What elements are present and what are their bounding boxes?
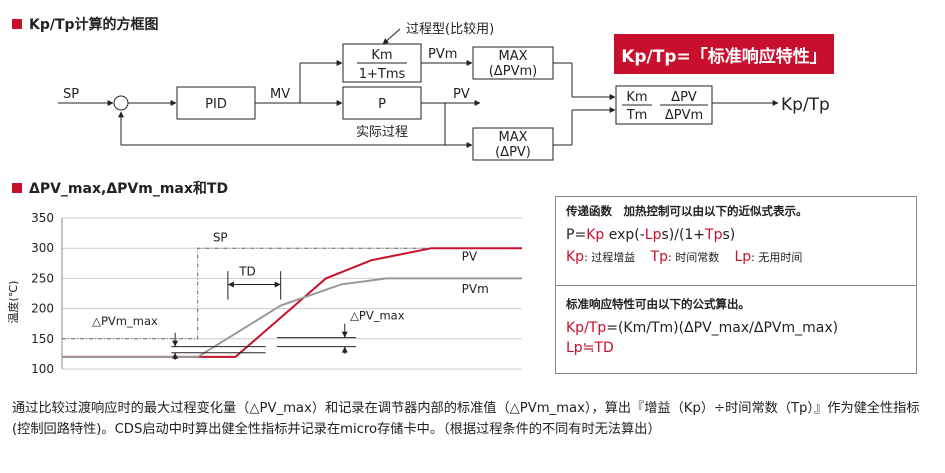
td-annotation: TD — [238, 264, 256, 278]
chart-annotations: SP PV PVm TD △PVm_max △PV_max — [92, 231, 489, 360]
pv-label: PV — [453, 87, 470, 102]
transfer-function-formula: P=Kp exp(-Lps)/(1+Tps) — [566, 227, 906, 243]
chart-lines — [62, 247, 522, 358]
output-label: Kp/Tp — [781, 95, 830, 115]
formula-lp: Lp — [644, 227, 662, 243]
pvm-annotation: PVm — [462, 282, 489, 296]
formula-kp: Kp — [586, 227, 605, 243]
dpvm-arrowhead — [172, 352, 179, 359]
response-chart: 温度(℃) 350 300 250 200 150 100 SP PV PVm TD △PVm_m… — [6, 211, 522, 376]
formula-part: s)/(1+ — [661, 227, 706, 243]
y-tick-label: 300 — [31, 241, 54, 255]
ratio-dpvm: ΔPVm — [665, 108, 703, 123]
max-pvm-box — [472, 46, 554, 80]
formula-rest: =(Km/Tm)(ΔPV_max/ΔPVm_max) — [606, 320, 839, 336]
pid-box — [176, 86, 256, 120]
transfer-function-legend: Kp: 过程增益 Tp: 时间常数 Lp: 无用时间 — [566, 246, 906, 265]
summing-junction — [113, 95, 129, 111]
sp-label: SP — [63, 87, 79, 102]
y-ticks: 350 300 250 200 150 100 — [31, 211, 54, 376]
td-arrowhead — [274, 281, 281, 288]
dpv-arrowhead — [341, 346, 348, 353]
dpv-arrowhead — [341, 331, 348, 338]
title-square-icon — [12, 183, 22, 193]
section1-title: Kp/Tp计算的方框图 — [12, 14, 159, 34]
y-tick-label: 150 — [31, 332, 54, 346]
mv-label: MV — [270, 87, 290, 102]
transfer-function-box: 传递函数 加热控制可以由以下的近似式表示。 P=Kp exp(-Lps)/(1+… — [555, 196, 917, 286]
standard-response-heading: 标准响应特性可由以下的公式算出。 — [566, 297, 750, 311]
section1-title-text: Kp/Tp计算的方框图 — [29, 17, 159, 33]
legend-lp: Lp — [734, 249, 752, 265]
formula-part: s) — [722, 227, 736, 243]
ratio-tm: Tm — [626, 108, 648, 123]
legend-kp: Kp — [566, 249, 585, 265]
legend-kp-desc: : 过程增益 — [584, 251, 636, 264]
series-sp-line — [62, 247, 522, 340]
dpvm-max-annotation: △PVm_max — [92, 314, 158, 328]
model-numerator: Km — [371, 48, 392, 63]
max-pvm-line2: (ΔPVm) — [489, 64, 537, 79]
transfer-function-heading: 传递函数 加热控制可以由以下的近似式表示。 — [566, 204, 808, 218]
max-pv-line2: (ΔPV) — [495, 145, 531, 160]
legend-tp-desc: : 时间常数 — [668, 251, 720, 264]
standard-response-formula: Kp/Tp=(Km/Tm)(ΔPV_max/ΔPVm_max) — [566, 320, 906, 336]
max-pv-line1: MAX — [498, 130, 527, 145]
model-denominator: 1+Tms — [359, 67, 406, 82]
process-model-label: 过程型(比较用) — [406, 22, 494, 37]
standard-response-box: 标准响应特性可由以下的公式算出。 Kp/Tp=(Km/Tm)(ΔPV_max/Δ… — [555, 286, 917, 374]
y-tick-label: 350 — [31, 211, 54, 225]
y-tick-label: 200 — [31, 302, 54, 316]
description-paragraph: 通过比较过渡响应时的最大过程变化量（△PV_max）和记录在调节器内部的标准值（… — [12, 401, 920, 437]
block-diagram: 过程型(比较用) Km 1+Tms PVm MAX (ΔPVm) SP PID … — [58, 22, 830, 161]
dpv-max-annotation: △PV_max — [350, 308, 405, 322]
legend-tp: Tp — [650, 249, 668, 265]
title-square-icon — [12, 19, 22, 29]
formula-part: P= — [566, 227, 587, 243]
td-arrowhead — [227, 281, 234, 288]
actual-process-label: 实际过程 — [356, 125, 408, 140]
max-pv-box — [472, 127, 554, 161]
section2-title-text: ΔPV_max,ΔPVm_max和TD — [29, 181, 229, 197]
formula-part: exp(- — [604, 227, 645, 243]
sp-annotation: SP — [213, 231, 228, 245]
pid-label: PID — [205, 97, 227, 112]
p-label: P — [378, 97, 386, 112]
y-axis-label: 温度(℃) — [6, 281, 20, 324]
y-tick-label: 100 — [31, 362, 54, 376]
series-pv-line — [62, 247, 522, 358]
ratio-km: Km — [626, 90, 647, 105]
dead-time-formula: Lp≒TD — [566, 340, 614, 356]
legend-lp-desc: : 无用时间 — [751, 251, 803, 264]
formula-tp: Tp — [705, 227, 723, 243]
standard-response-badge: Kp/Tp=「标准响应特性」 — [614, 34, 834, 74]
max-pvm-line1: MAX — [498, 49, 527, 64]
y-tick-label: 250 — [31, 271, 54, 285]
pv-annotation: PV — [462, 249, 478, 263]
section2-title: ΔPV_max,ΔPVm_max和TD — [12, 178, 228, 198]
pvm-label: PVm — [428, 47, 457, 62]
dpvm-arrowhead — [172, 340, 179, 347]
ratio-dpv: ΔPV — [671, 90, 697, 105]
formula-kptp: Kp/Tp — [566, 320, 607, 336]
